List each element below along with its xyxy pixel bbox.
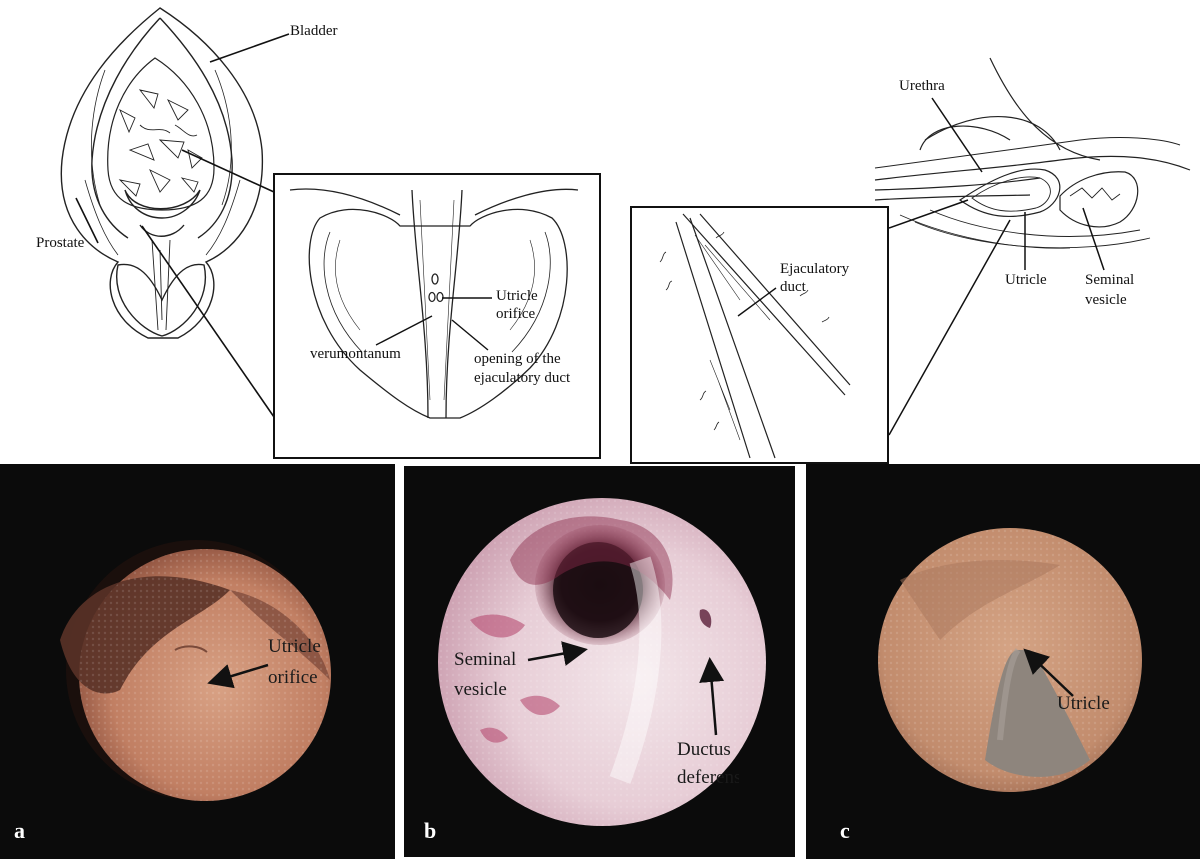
sagittal-leaders: [888, 97, 1105, 436]
seminal-vesicle-label-line1: Seminal: [1085, 272, 1135, 288]
bladder-label: Bladder: [290, 23, 338, 39]
photo-a-utricle-label-line1: Utricle: [268, 636, 321, 657]
seminal-vesicle-arrow-b: [527, 641, 588, 666]
utricle-arrow-c: [1023, 648, 1074, 697]
panel-label-b: b: [424, 818, 437, 843]
verumontanum-label: verumontanum: [310, 346, 401, 362]
ejaculatory-duct-box: [630, 206, 889, 464]
panel-label-a: a: [14, 818, 25, 843]
utricle-orifice-label-line2: orifice: [496, 306, 536, 322]
seminal-vesicle-label-line2: vesicle: [1085, 292, 1127, 308]
photo-panel-a: [0, 464, 395, 859]
verumontanum-drawing: [289, 188, 579, 419]
ductus-deferens-arrow-b: [699, 657, 725, 736]
photo-panel-c: [806, 464, 1200, 859]
ejaculatory-duct-label-line1: Ejaculatory: [780, 261, 850, 277]
verumontanum-leaders: [375, 297, 492, 351]
utricle-label: Utricle: [1005, 272, 1047, 288]
photo-b-seminal-label-line1: Seminal: [454, 649, 517, 670]
photo-c-utricle-label: Utricle: [1057, 693, 1110, 714]
panel-label-c: c: [840, 818, 850, 843]
photo-a-orifice-label-line2: orifice: [268, 667, 318, 688]
bladder-leaders: [75, 33, 290, 418]
verumontanum-box: [273, 173, 601, 459]
photo-b-vesicle-label-line2: vesicle: [454, 679, 507, 700]
photo-b-ductus-label-line1: Ductus: [677, 739, 731, 760]
prostate-label: Prostate: [36, 235, 85, 251]
utricle-orifice-arrow-a: [207, 663, 269, 689]
ejaculatory-duct-leader: [737, 287, 777, 317]
urethra-label: Urethra: [899, 78, 945, 94]
ejaculatory-opening-label-line1: opening of the: [474, 351, 561, 367]
ejaculatory-duct-drawing: [659, 213, 851, 459]
photo-b-deferens-label-line2: deferens: [677, 768, 739, 788]
sagittal-drawing: [874, 57, 1191, 249]
utricle-orifice-label-line1: Utricle: [496, 288, 538, 304]
photo-panel-b: [402, 464, 797, 859]
ejaculatory-duct-label-line2: duct: [780, 279, 806, 295]
ejaculatory-opening-label-line2: ejaculatory duct: [474, 370, 571, 386]
